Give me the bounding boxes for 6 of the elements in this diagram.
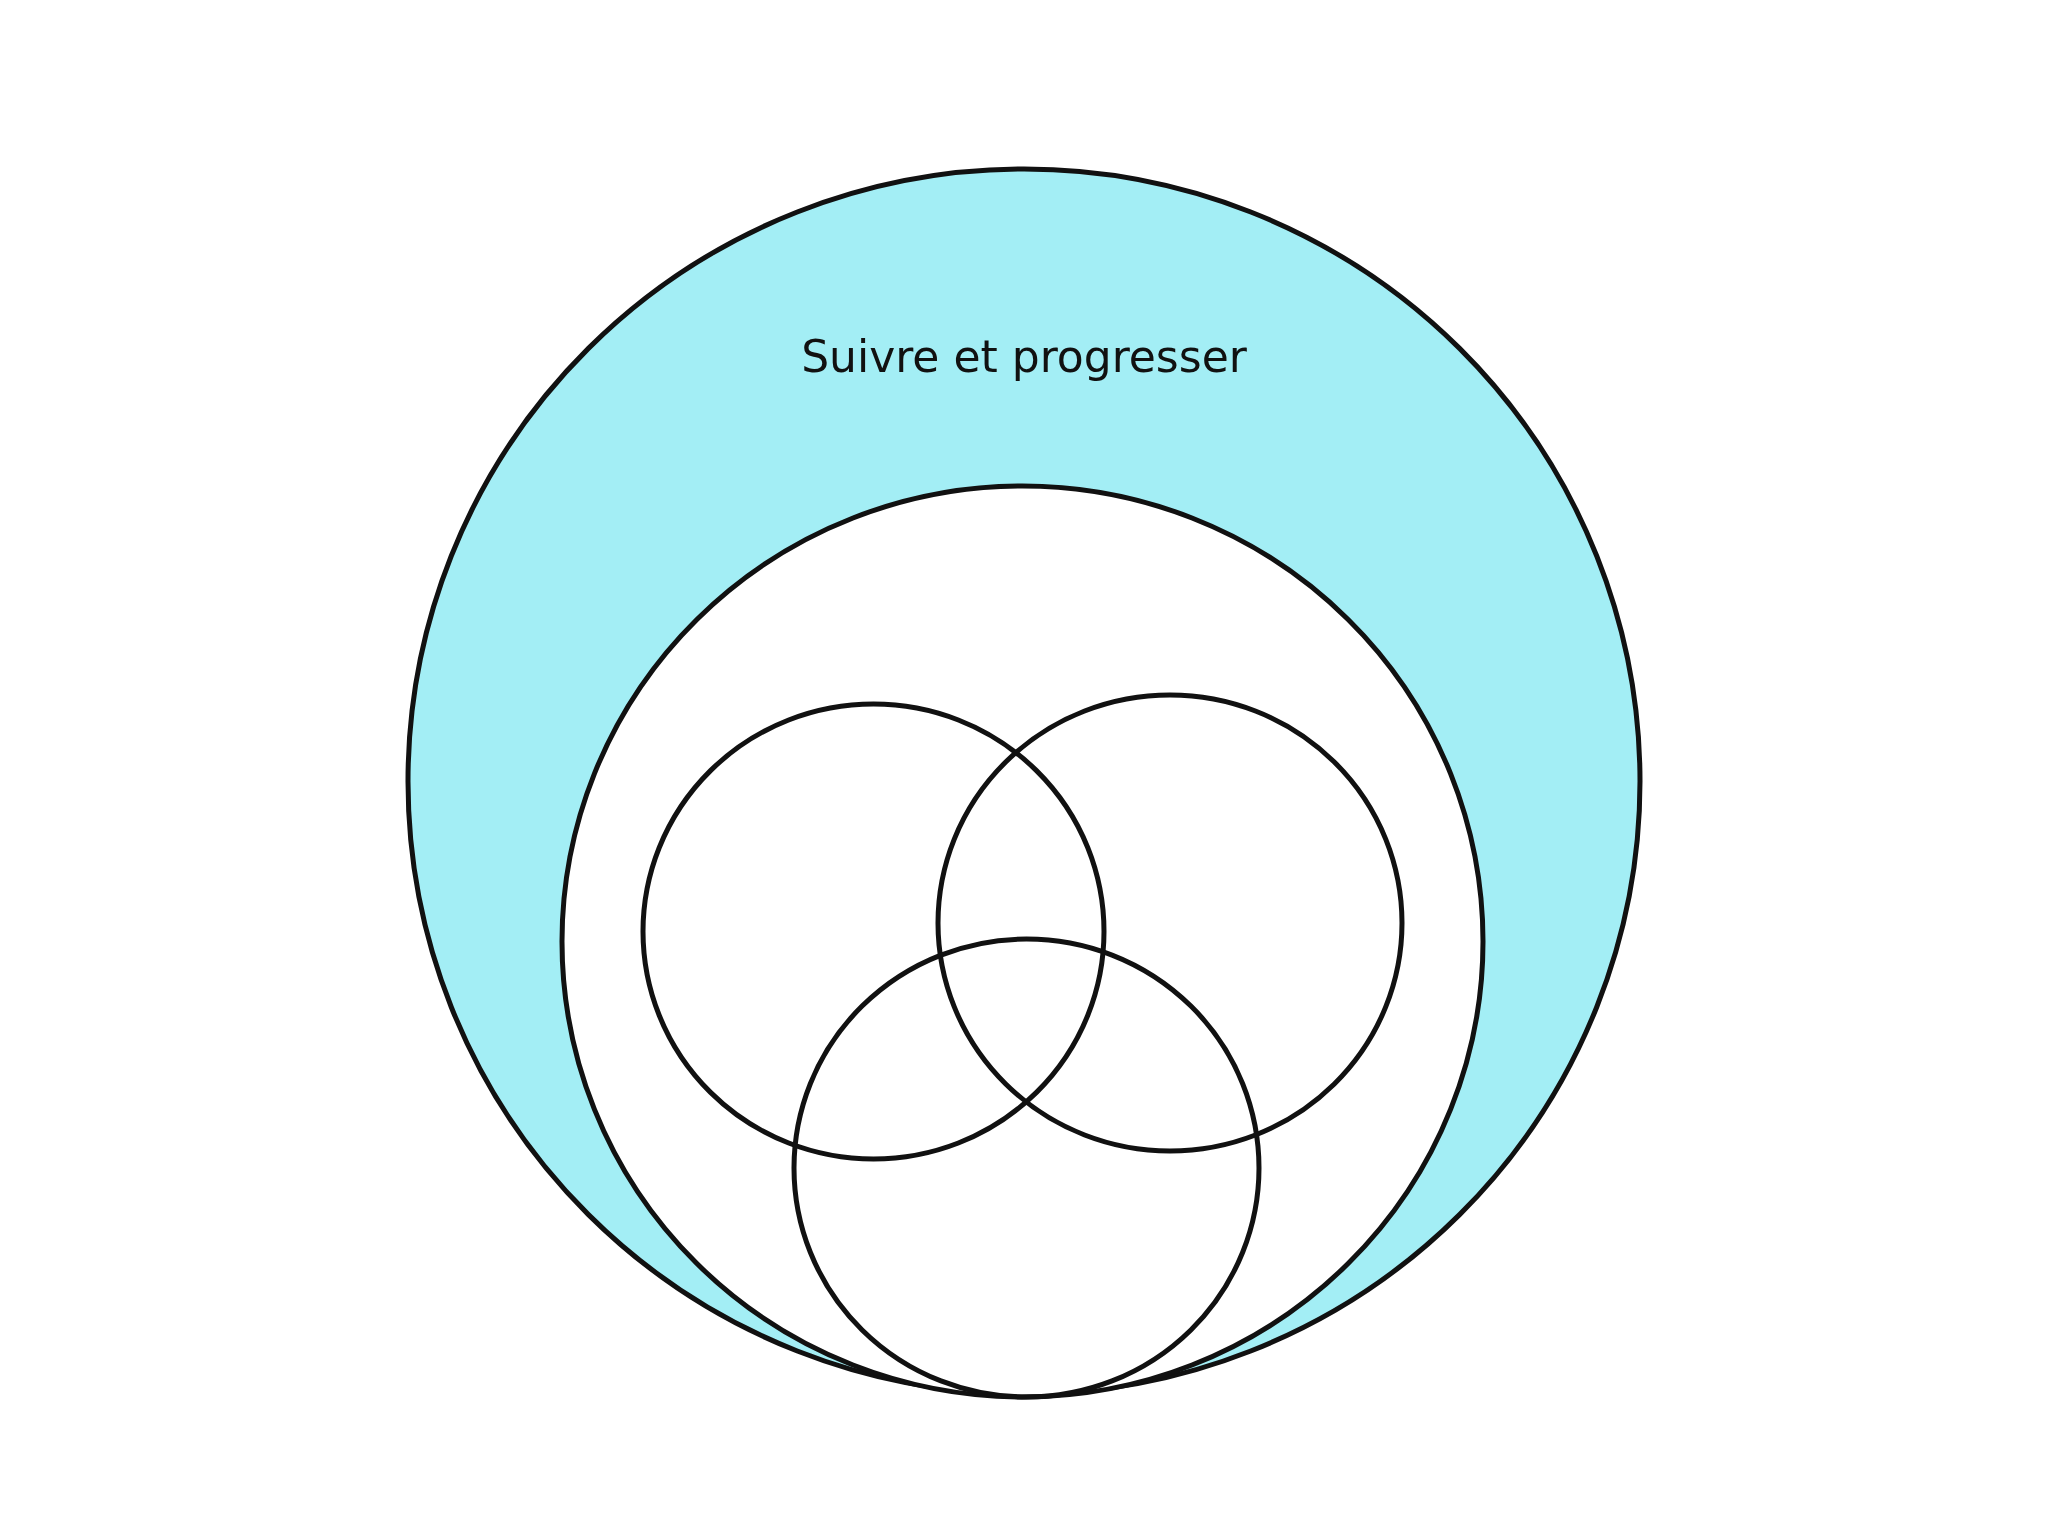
venn-circle: [935, 692, 1405, 1154]
inner-circle: [559, 483, 1486, 1400]
venn-circle: [791, 936, 1262, 1400]
venn-circle: [640, 701, 1107, 1162]
region-title: Suivre et progresser: [800, 331, 1248, 382]
outer-circle: [405, 166, 1643, 1397]
